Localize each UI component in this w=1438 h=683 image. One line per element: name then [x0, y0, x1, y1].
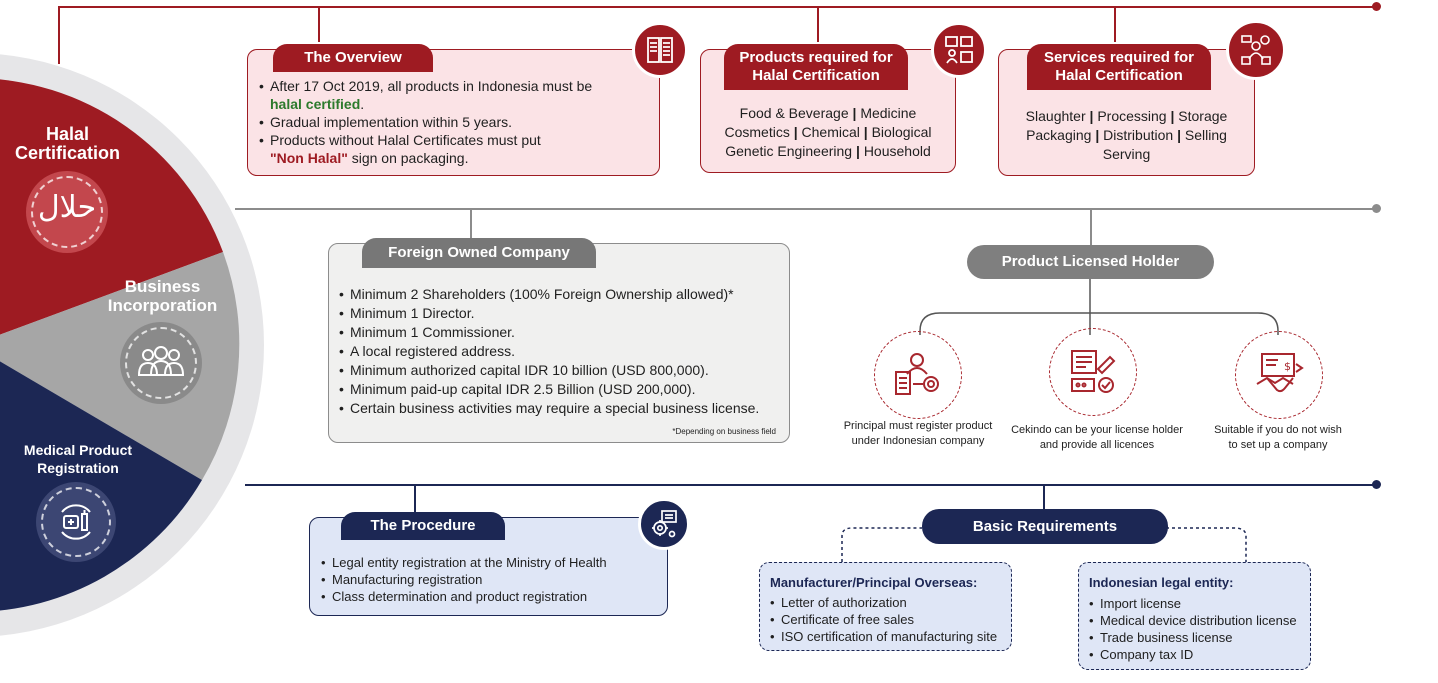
medical-wheel-label: Medical Product Registration — [8, 441, 148, 477]
foreign-item-3: Minimum 1 Commissioner. — [339, 323, 784, 342]
license-holder-pill: Product Licensed Holder — [967, 245, 1214, 279]
medical-line-dot — [1372, 480, 1381, 489]
products-connector — [817, 6, 819, 42]
indonesian-item-2: Medical device distribution license — [1089, 612, 1309, 629]
products-tab: Products required for Halal Certificatio… — [724, 44, 908, 90]
manufacturer-item-1: Letter of authorization — [770, 594, 1010, 611]
principal-gear-icon — [895, 353, 939, 395]
halal-line — [59, 6, 1377, 8]
services-row-1: Slaughter | Processing | Storage — [1025, 108, 1228, 124]
license-document-icon — [1071, 350, 1116, 393]
halal-line-dot — [1372, 2, 1381, 11]
procedure-item-3: Class determination and product registra… — [321, 588, 663, 605]
business-wheel-title-2: Incorporation — [107, 296, 218, 315]
indonesian-item-4: Company tax ID — [1089, 646, 1309, 663]
manufacturer-content: Letter of authorization Certificate of f… — [770, 594, 1010, 645]
product-shelf-icon — [945, 36, 973, 64]
products-badge — [931, 22, 987, 78]
procedure-tab: The Procedure — [341, 512, 505, 540]
halal-wheel-title-1: Halal — [45, 124, 90, 144]
halal-arabic-glyph: حلال — [37, 190, 97, 225]
business-wheel-label: Business Incorporation — [100, 277, 225, 315]
overview-nonhalal-em: "Non Halal" — [270, 150, 348, 166]
products-list: Food & Beverage | Medicine Cosmetics | C… — [702, 104, 954, 161]
foreign-item-5: Minimum authorized capital IDR 10 billio… — [339, 361, 784, 380]
foreign-item-4: A local registered address. — [339, 342, 784, 361]
foreign-item-6: Minimum paid-up capital IDR 2.5 Billion … — [339, 380, 784, 399]
license-option-2-text: Cekindo can be your license holder and p… — [1011, 424, 1183, 451]
foreign-tab: Foreign Owned Company — [362, 238, 596, 268]
indonesian-title: Indonesian legal entity: — [1089, 575, 1234, 590]
business-line — [235, 208, 1377, 210]
manufacturer-item-3: ISO certification of manufacturing site — [770, 628, 1010, 645]
medical-cycle-icon — [61, 504, 91, 540]
foreign-footnote: *Depending on business field — [672, 427, 776, 436]
indonesian-item-1: Import license — [1089, 595, 1309, 612]
halal-wheel-label: Halal Certification — [10, 125, 125, 163]
indonesian-item-3: Trade business license — [1089, 629, 1309, 646]
procedure-content: Legal entity registration at the Ministr… — [321, 554, 663, 605]
services-title-1: Services required for — [1043, 49, 1195, 66]
overview-connector — [318, 6, 320, 42]
license-connector — [1090, 208, 1092, 246]
halal-line-drop — [58, 6, 60, 64]
basic-bracket-lines — [841, 527, 1247, 562]
procedure-item-1: Legal entity registration at the Ministr… — [321, 554, 663, 571]
foreign-item-1: Minimum 2 Shareholders (100% Foreign Own… — [339, 285, 784, 304]
business-badge-ring — [125, 327, 197, 399]
foreign-item-7: Certain business activities may require … — [339, 399, 784, 418]
foreign-connector — [470, 208, 472, 238]
halal-badge-ring — [31, 176, 103, 248]
halal-wheel-title-2: Certification — [14, 143, 120, 163]
overview-item-3: Products without Halal Certificates must… — [259, 131, 654, 167]
medical-line — [245, 484, 1377, 486]
procedure-item-2: Manufacturing registration — [321, 571, 663, 588]
services-title-2: Halal Certification — [1055, 67, 1183, 84]
license-option-3-circle — [1235, 331, 1323, 419]
license-option-1-text: Principal must register product under In… — [843, 420, 993, 447]
license-option-3-text: Suitable if you do not wish to set up a … — [1214, 424, 1342, 451]
medical-wheel-title-1: Medical Product — [23, 442, 133, 458]
svg-text:$: $ — [1284, 360, 1291, 373]
services-row-3: Serving — [1102, 146, 1151, 162]
overview-item-2: Gradual implementation within 5 years. — [259, 113, 654, 131]
newspaper-icon — [647, 37, 673, 63]
basic-connector — [1043, 484, 1045, 510]
license-option-1-circle — [874, 331, 962, 419]
products-title-2: Halal Certification — [752, 67, 880, 84]
overview-item-1: After 17 Oct 2019, all products in Indon… — [259, 77, 654, 113]
overview-content: After 17 Oct 2019, all products in Indon… — [259, 77, 654, 167]
business-line-dot — [1372, 204, 1381, 213]
medical-wheel-title-2: Registration — [37, 460, 119, 476]
overview-tab: The Overview — [273, 44, 433, 72]
procedure-gear-icon — [652, 510, 677, 538]
license-option-2-circle — [1049, 328, 1137, 416]
business-wheel-title-1: Business — [124, 277, 201, 296]
products-row-2: Cosmetics | Chemical | Biological — [724, 124, 932, 140]
overview-badge — [632, 22, 688, 78]
foreign-item-2: Minimum 1 Director. — [339, 304, 784, 323]
indonesian-content: Import license Medical device distributi… — [1089, 595, 1309, 663]
products-row-3: Genetic Engineering | Household — [725, 143, 931, 159]
manufacturer-title: Manufacturer/Principal Overseas: — [770, 575, 978, 590]
services-list: Slaughter | Processing | Storage Packagi… — [1000, 107, 1253, 164]
products-title-1: Products required for — [739, 49, 893, 66]
manufacturer-item-2: Certificate of free sales — [770, 611, 1010, 628]
services-people-icon — [1241, 35, 1271, 65]
services-row-2: Packaging | Distribution | Selling — [1026, 127, 1227, 143]
procedure-connector — [414, 484, 416, 512]
medical-badge-ring — [41, 487, 111, 557]
services-tab: Services required for Halal Certificatio… — [1027, 44, 1211, 90]
basic-requirements-pill: Basic Requirements — [922, 509, 1168, 544]
products-row-1: Food & Beverage | Medicine — [739, 105, 917, 121]
handshake-contract-icon: $ — [1256, 353, 1304, 393]
people-icon — [137, 346, 185, 376]
overview-halal-em: halal certified — [270, 96, 361, 112]
foreign-content: Minimum 2 Shareholders (100% Foreign Own… — [339, 285, 784, 418]
services-connector — [1114, 6, 1116, 42]
